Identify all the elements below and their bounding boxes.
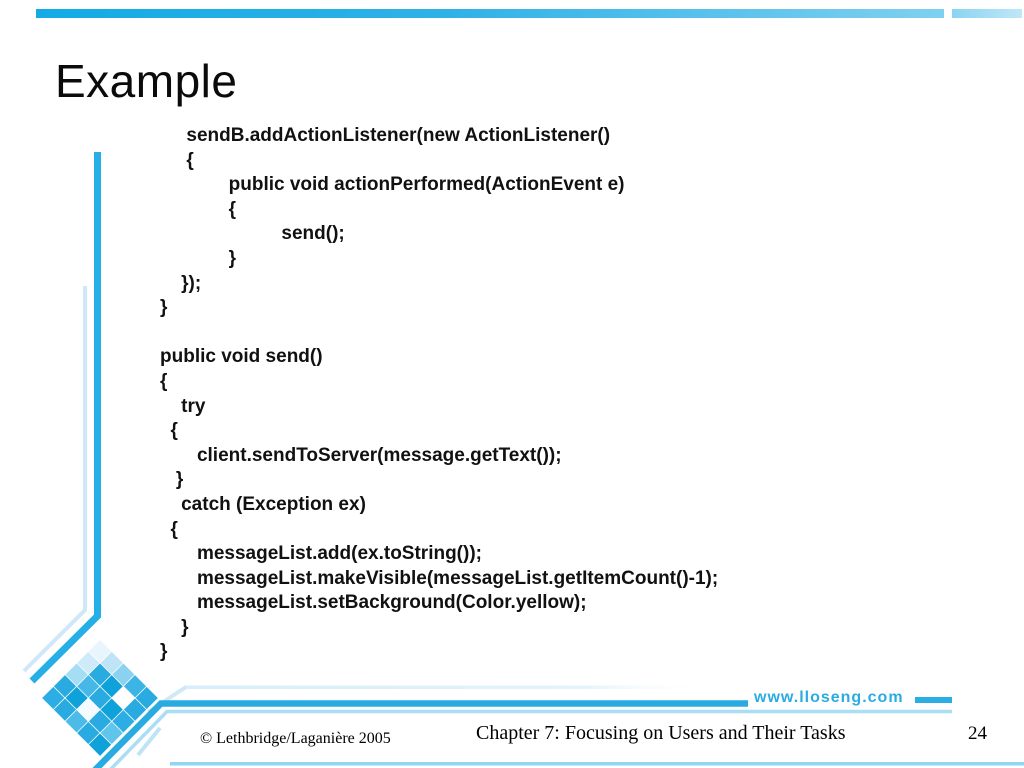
lowest-line-lead (136, 726, 162, 757)
bottom-line-thick (92, 700, 748, 768)
footer-copyright: © Lethbridge/Laganière 2005 (200, 730, 391, 747)
top-bar (36, 9, 944, 18)
code-block: sendB.addActionListener(new ActionListen… (160, 125, 719, 663)
bottom-pale-band (184, 685, 715, 689)
left-vertical-line-pale (22, 286, 87, 673)
bottom-line-thin (109, 709, 952, 768)
page-title: Example (55, 55, 238, 107)
bottom-line-lowest (170, 762, 1024, 766)
top-bar-end-segment (952, 9, 1022, 18)
left-vertical-line-dark (29, 152, 101, 684)
website-label: www.lloseng.com (754, 689, 904, 706)
bottom-line-dash (915, 697, 952, 703)
footer-chapter-title: Chapter 7: Focusing on Users and Their T… (476, 722, 846, 744)
diamond-mosaic (41, 639, 159, 757)
footer-page-number: 24 (968, 723, 987, 744)
